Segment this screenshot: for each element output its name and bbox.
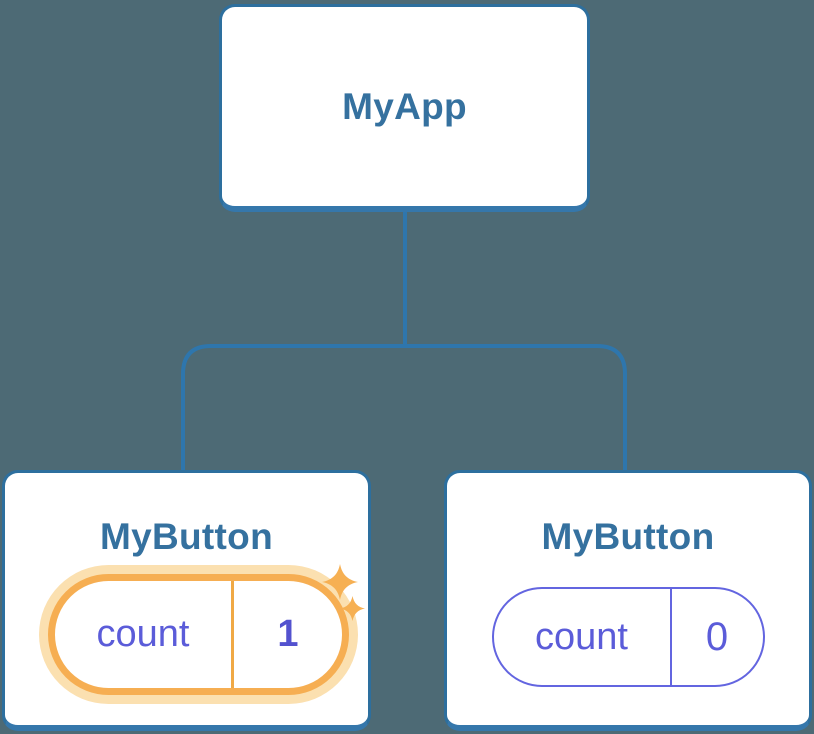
sparkle-large-icon (322, 564, 358, 600)
component-node-root: MyApp (219, 4, 590, 212)
node-label: MyApp (342, 85, 467, 127)
state-pill-highlighted: count 1 (48, 574, 349, 695)
pill-divider (669, 589, 672, 685)
sparkle-small-icon (340, 596, 365, 621)
component-node-child-right: MyButton count 0 (444, 470, 812, 731)
node-label: MyButton (100, 516, 273, 557)
state-pill: count 0 (491, 587, 765, 687)
state-name-label: count (535, 615, 628, 658)
component-node-child-left: MyButton count 1 (2, 470, 371, 731)
state-name-label: count (96, 613, 190, 655)
state-value: 1 (277, 613, 299, 655)
pill-divider (231, 581, 234, 688)
state-value: 0 (705, 614, 729, 659)
node-label: MyButton (541, 516, 715, 557)
